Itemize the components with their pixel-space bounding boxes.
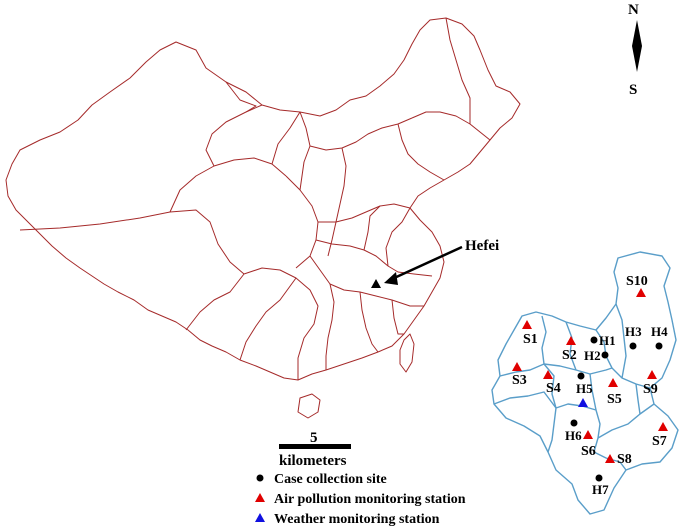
- case-site-marker-h1: [590, 336, 598, 344]
- site-label-h3: H3: [625, 324, 642, 339]
- legend-weather-station-icon: [255, 513, 265, 522]
- station-label-s8: S8: [617, 452, 632, 467]
- north-label: N: [628, 2, 639, 18]
- station-label-s6: S6: [581, 444, 596, 459]
- china-map: [5, 17, 521, 419]
- air-station-marker-s7: [658, 422, 668, 431]
- taiwan-island: [399, 333, 415, 373]
- province-border: [285, 175, 319, 269]
- province-border: [309, 117, 413, 151]
- air-station-marker-s6: [583, 430, 593, 439]
- scale-bar-line: [279, 444, 351, 449]
- district-border: [493, 391, 557, 409]
- station-label-s10: S10: [626, 274, 648, 289]
- site-label-h2: H2: [584, 348, 601, 363]
- case-site-marker-h2: [601, 351, 609, 359]
- hefei-inset-map: [491, 251, 679, 515]
- province-border: [185, 273, 245, 331]
- province-border: [169, 157, 287, 213]
- district-border: [615, 303, 627, 379]
- case-site-marker-h3: [629, 342, 637, 350]
- china-outline: [5, 17, 521, 381]
- district-border: [547, 407, 557, 453]
- legend-air-station-icon: [255, 493, 265, 502]
- case-site-marker-h7: [595, 474, 603, 482]
- province-border: [445, 17, 471, 124]
- air-station-marker-s10: [636, 288, 646, 297]
- site-label-h7: H7: [592, 482, 609, 497]
- station-label-s3: S3: [512, 373, 527, 388]
- province-border: [19, 209, 245, 275]
- compass-needle-icon: [632, 20, 642, 72]
- district-border: [597, 403, 655, 439]
- province-border: [205, 104, 263, 167]
- arrow-head-icon: [384, 272, 398, 285]
- site-label-h4: H4: [651, 324, 668, 339]
- province-border: [315, 239, 433, 277]
- callout-arrow: [391, 245, 463, 281]
- scale-bar-value: 5: [310, 430, 318, 446]
- province-border: [271, 111, 301, 165]
- case-site-marker-h6: [570, 419, 578, 427]
- site-label-h1: H1: [599, 333, 616, 348]
- north-arrow: N S: [628, 2, 642, 98]
- station-label-s7: S7: [652, 434, 667, 449]
- case-site-marker-h4: [655, 342, 663, 350]
- province-border: [327, 147, 347, 257]
- hainan-island: [297, 393, 321, 419]
- case-collection-sites: H1 H2 H3 H4 H5 H6 H7: [565, 324, 668, 497]
- legend-label-case-site: Case collection site: [274, 472, 387, 487]
- station-label-s5: S5: [607, 392, 622, 407]
- province-border: [359, 291, 379, 353]
- air-station-marker-s3: [512, 362, 522, 371]
- province-border: [385, 207, 411, 267]
- hefei-location-marker: [371, 279, 381, 288]
- air-station-marker-s1: [522, 320, 532, 329]
- hefei-outline: [491, 251, 679, 515]
- province-border: [239, 277, 297, 361]
- south-label: S: [629, 82, 637, 98]
- weather-stations: [578, 398, 588, 407]
- site-label-h6: H6: [565, 428, 582, 443]
- legend-case-site-icon: [256, 474, 264, 482]
- site-label-h5: H5: [576, 381, 593, 396]
- district-border: [635, 383, 641, 415]
- province-border: [299, 111, 311, 191]
- province-border: [363, 205, 381, 251]
- air-station-marker-s4: [543, 370, 553, 379]
- air-station-marker-s8: [605, 454, 615, 463]
- province-border: [225, 81, 257, 113]
- legend-label-weather-station: Weather monitoring station: [274, 512, 440, 527]
- air-station-marker-s2: [566, 336, 576, 345]
- station-label-s4: S4: [546, 381, 561, 396]
- weather-station-marker: [578, 398, 588, 407]
- scale-bar-unit: kilometers: [279, 453, 347, 469]
- hefei-callout: Hefei: [371, 238, 499, 288]
- station-label-s1: S1: [523, 332, 538, 347]
- province-border: [309, 255, 424, 307]
- air-pollution-stations: S1 S2 S3 S4 S5 S6 S7 S8 S9 S10: [512, 274, 668, 467]
- legend: Case collection site Air pollution monit…: [255, 472, 466, 527]
- province-border: [391, 299, 404, 335]
- province-border: [325, 283, 335, 370]
- province-border: [243, 267, 319, 380]
- case-site-marker-h5: [577, 372, 585, 380]
- station-label-s2: S2: [562, 348, 577, 363]
- district-border: [589, 373, 597, 411]
- province-border: [397, 123, 445, 181]
- air-station-marker-s5: [608, 378, 618, 387]
- air-station-marker-s9: [647, 370, 657, 379]
- district-border: [499, 363, 545, 377]
- province-border: [411, 111, 491, 141]
- scale-bar: 5 kilometers: [279, 430, 351, 469]
- legend-label-air-station: Air pollution monitoring station: [274, 492, 466, 507]
- station-label-s9: S9: [643, 382, 658, 397]
- district-border: [543, 363, 577, 371]
- callout-label: Hefei: [465, 238, 499, 254]
- province-border: [318, 203, 411, 223]
